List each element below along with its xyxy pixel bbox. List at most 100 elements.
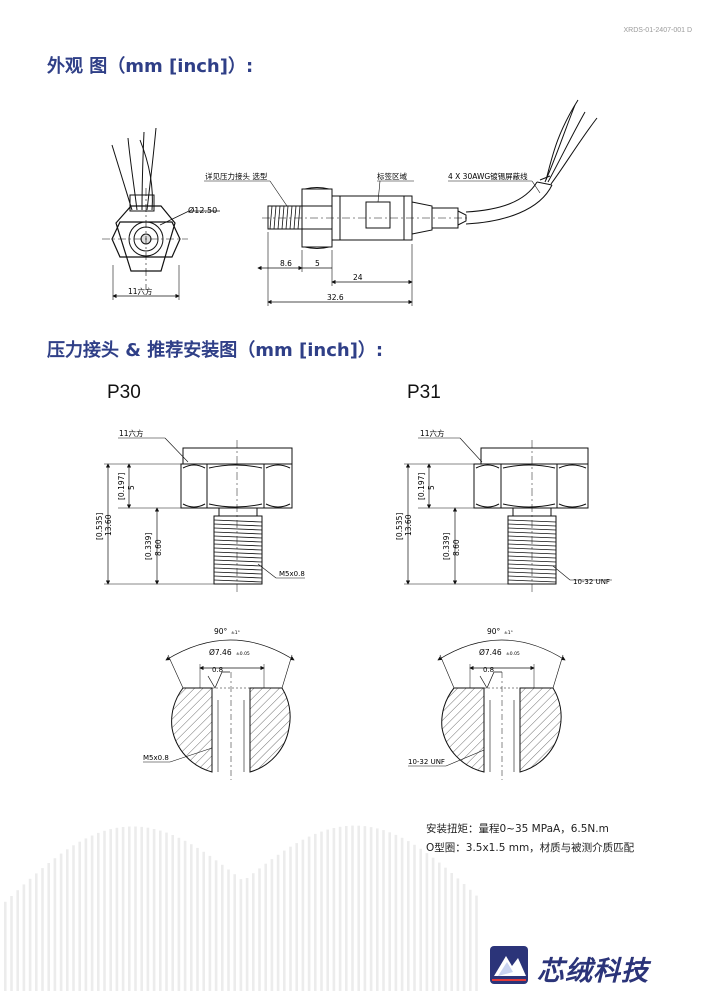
p30-thread-lines bbox=[213, 519, 263, 583]
wave-bar bbox=[425, 853, 429, 991]
wave-bar bbox=[289, 846, 292, 991]
wave-bar bbox=[264, 863, 267, 991]
wave-bar bbox=[53, 858, 57, 991]
dim-24: 24 bbox=[353, 273, 363, 282]
p31-roughness: 0.8 bbox=[483, 666, 494, 674]
wave-bar bbox=[394, 834, 398, 991]
wave-bar bbox=[376, 828, 379, 991]
wave-bar bbox=[475, 895, 478, 991]
p31-bore: Ø7.46 bbox=[479, 648, 502, 657]
wave-bar bbox=[363, 826, 367, 991]
wave-bar bbox=[388, 832, 391, 991]
wave-bar bbox=[152, 829, 156, 991]
wave-bar bbox=[252, 873, 255, 991]
thread-line bbox=[213, 575, 263, 579]
p31-mm-thread: 8.60 bbox=[452, 539, 461, 556]
p30-angle-tol: ±1° bbox=[231, 630, 240, 636]
wave-bar bbox=[22, 884, 26, 991]
wave-bar bbox=[78, 841, 81, 991]
brand-logo-icon bbox=[490, 946, 528, 984]
thread-line bbox=[213, 519, 263, 523]
thread-line bbox=[213, 559, 263, 563]
thread-line bbox=[213, 527, 263, 531]
p30-bore: Ø7.46 bbox=[209, 648, 232, 657]
connector-note-label: 详见压力接头 选型 bbox=[205, 171, 268, 181]
p31-thread-label: 10-32 UNF bbox=[573, 578, 610, 586]
p31-angle-tol: ±1° bbox=[504, 630, 513, 636]
wave-bar bbox=[59, 853, 63, 991]
wave-bar bbox=[351, 825, 354, 991]
p30-mm-head: 5 bbox=[127, 485, 136, 490]
wave-bar bbox=[121, 827, 125, 991]
p31-label: P31 bbox=[407, 382, 441, 403]
wave-bar bbox=[90, 835, 94, 991]
thread-line bbox=[507, 543, 557, 547]
thread-line bbox=[213, 523, 263, 527]
p30-hex-label: 11六方 bbox=[119, 428, 144, 438]
wave-bar bbox=[320, 831, 323, 991]
p31-connector-drawing bbox=[404, 437, 612, 592]
wave-bar bbox=[332, 828, 336, 991]
decorative-wave-bars bbox=[4, 825, 478, 991]
p30-connector-drawing bbox=[104, 437, 305, 592]
wave-bar bbox=[165, 832, 168, 991]
wave-bar bbox=[47, 863, 50, 991]
wave-bar bbox=[16, 890, 19, 991]
p31-angle: 90° bbox=[487, 627, 501, 636]
thread-line bbox=[213, 539, 263, 543]
wave-bar bbox=[357, 825, 360, 991]
p31-inch-total: [0.535] bbox=[395, 513, 404, 540]
dim-5: 5 bbox=[315, 259, 320, 268]
label-area-label: 标签区域 bbox=[377, 171, 407, 181]
p31-mm-total: 13.60 bbox=[404, 514, 413, 536]
wave-bar bbox=[41, 868, 44, 991]
section-title-connector: 压力接头 & 推荐安装图（mm [inch]）: bbox=[47, 340, 384, 361]
wave-bar bbox=[462, 884, 466, 991]
document-id: XRDS-01-2407-001 D bbox=[623, 27, 692, 34]
wave-bar bbox=[307, 836, 311, 991]
thread-line bbox=[213, 563, 263, 567]
thread-line bbox=[213, 543, 263, 547]
wave-bar bbox=[295, 843, 298, 991]
wave-bar bbox=[103, 830, 106, 991]
p30-thread-label: M5x0.8 bbox=[279, 570, 305, 578]
wave-bar bbox=[450, 873, 453, 991]
wave-bar bbox=[208, 855, 212, 991]
wave-bar bbox=[283, 850, 286, 991]
p30-inch-head: [0.197] bbox=[117, 473, 126, 500]
wave-bar bbox=[400, 837, 404, 991]
p30-label: P30 bbox=[107, 382, 141, 403]
wave-bar bbox=[227, 869, 230, 991]
wave-bar bbox=[444, 867, 447, 991]
wave-bar bbox=[28, 878, 32, 991]
p30-mm-thread: 8.60 bbox=[154, 539, 163, 556]
thread-line bbox=[507, 559, 557, 563]
wave-bar bbox=[456, 878, 460, 991]
wave-bar bbox=[10, 896, 13, 991]
oring-note: O型圈：3.5x1.5 mm，材质与被测介质匹配 bbox=[426, 842, 635, 854]
wave-bar bbox=[202, 851, 205, 991]
p31-mm-head: 5 bbox=[427, 485, 436, 490]
p31-inch-thread: [0.339] bbox=[442, 533, 451, 560]
front-hex-label: 11六方 bbox=[128, 286, 153, 296]
wave-bar bbox=[431, 857, 435, 991]
wave-bar bbox=[276, 854, 280, 991]
wave-bar bbox=[382, 830, 385, 991]
p31-bore-tol: ±0.05 bbox=[506, 651, 520, 657]
wave-bar bbox=[407, 841, 410, 991]
p30-inch-total: [0.535] bbox=[95, 513, 104, 540]
wave-bar bbox=[159, 830, 162, 991]
wave-bar bbox=[214, 860, 218, 991]
wave-bar bbox=[419, 848, 422, 991]
torque-note: 安装扭矩：量程0~35 MPaA，6.5N.m bbox=[426, 823, 609, 835]
wave-bar bbox=[134, 826, 137, 991]
p31-hex-label: 11六方 bbox=[420, 428, 445, 438]
wave-bar bbox=[413, 844, 416, 991]
wave-bar bbox=[35, 873, 38, 991]
p31-inch-head: [0.197] bbox=[417, 473, 426, 500]
wave-bar bbox=[66, 849, 69, 991]
front-view-drawing bbox=[102, 127, 220, 300]
wave-bar bbox=[109, 829, 112, 991]
wave-bar bbox=[314, 833, 317, 991]
